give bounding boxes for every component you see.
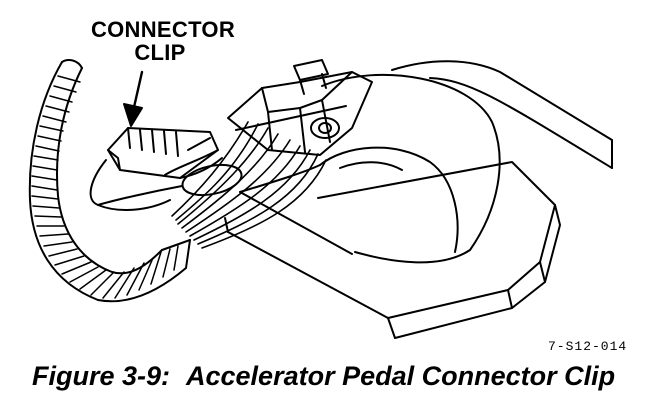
pedal-sensor-body [239, 73, 501, 264]
callout-label-line1: CONNECTOR [90, 17, 236, 42]
corrugated-conduit [28, 59, 191, 303]
pedal-housing-outline [391, 60, 613, 169]
wire-bundle [171, 121, 327, 249]
drawing-code: 7-S12-014 [548, 339, 628, 354]
figure-title: Accelerator Pedal Connector Clip [186, 361, 616, 391]
sensor-connector-socket [227, 59, 373, 156]
callout-label-line2: CLIP [134, 40, 186, 65]
mounting-bracket [224, 161, 561, 339]
figure-number: Figure 3-9: [32, 361, 171, 391]
connector-clip [89, 127, 223, 211]
callout-arrow [123, 70, 144, 127]
